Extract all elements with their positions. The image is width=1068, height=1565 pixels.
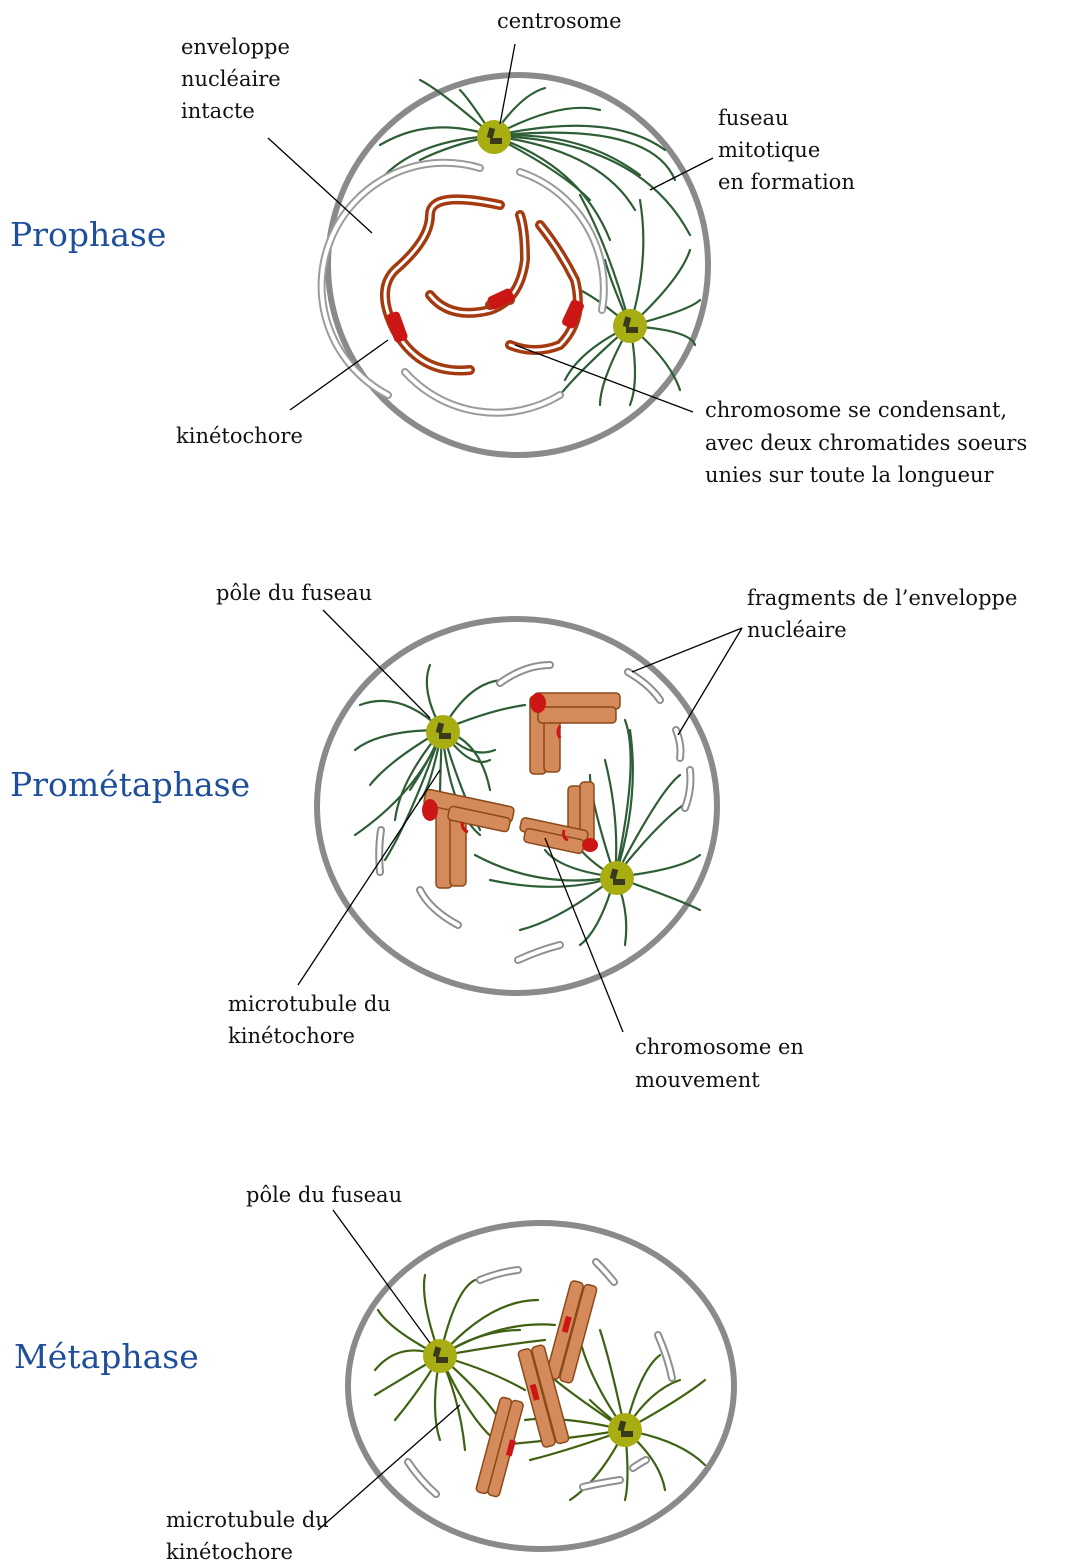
metaphase-pole-label: pôle du fuseau [246, 1183, 402, 1207]
prophase-panel: Prophase [10, 9, 1034, 487]
prophase-chromosome-label: chromosome se condensant, avec deux chro… [705, 398, 1034, 487]
metaphase-title: Métaphase [14, 1337, 199, 1376]
prophase-envelope-label: enveloppe nucléaire intacte [181, 35, 297, 123]
prophase-title: Prophase [10, 215, 166, 254]
prometaphase-title: Prométaphase [10, 765, 250, 804]
prophase-centrosome-right [613, 309, 647, 343]
prometaphase-moving-label: chromosome en mouvement [635, 1035, 811, 1092]
prometaphase-pole-right [600, 861, 634, 895]
prometaphase-pole-left [426, 715, 460, 749]
prophase-kinetochore-label: kinétochore [176, 424, 303, 448]
metaphase-microtubule-label: microtubule du kinétochore [166, 1508, 335, 1564]
metaphase-pole-right [608, 1413, 642, 1447]
prometaphase-fragments-leader-1 [632, 628, 742, 672]
metaphase-pole-left [423, 1339, 457, 1373]
prophase-centrosome-label: centrosome [497, 9, 622, 33]
prophase-centrosome-top [477, 120, 511, 154]
prometaphase-microtubule-label: microtubule du kinétochore [228, 992, 397, 1048]
prometaphase-pole-label: pôle du fuseau [216, 581, 372, 605]
prophase-spindle-label: fuseau mitotique en formation [718, 106, 855, 194]
prometaphase-fragment [379, 830, 381, 872]
prometaphase-panel: Prométaphase [10, 581, 1024, 1092]
prometaphase-fragments-leader-2 [678, 628, 742, 735]
prometaphase-fragments-label: fragments de l’enveloppe nucléaire [747, 586, 1024, 642]
metaphase-panel: Métaphase [14, 1183, 734, 1564]
